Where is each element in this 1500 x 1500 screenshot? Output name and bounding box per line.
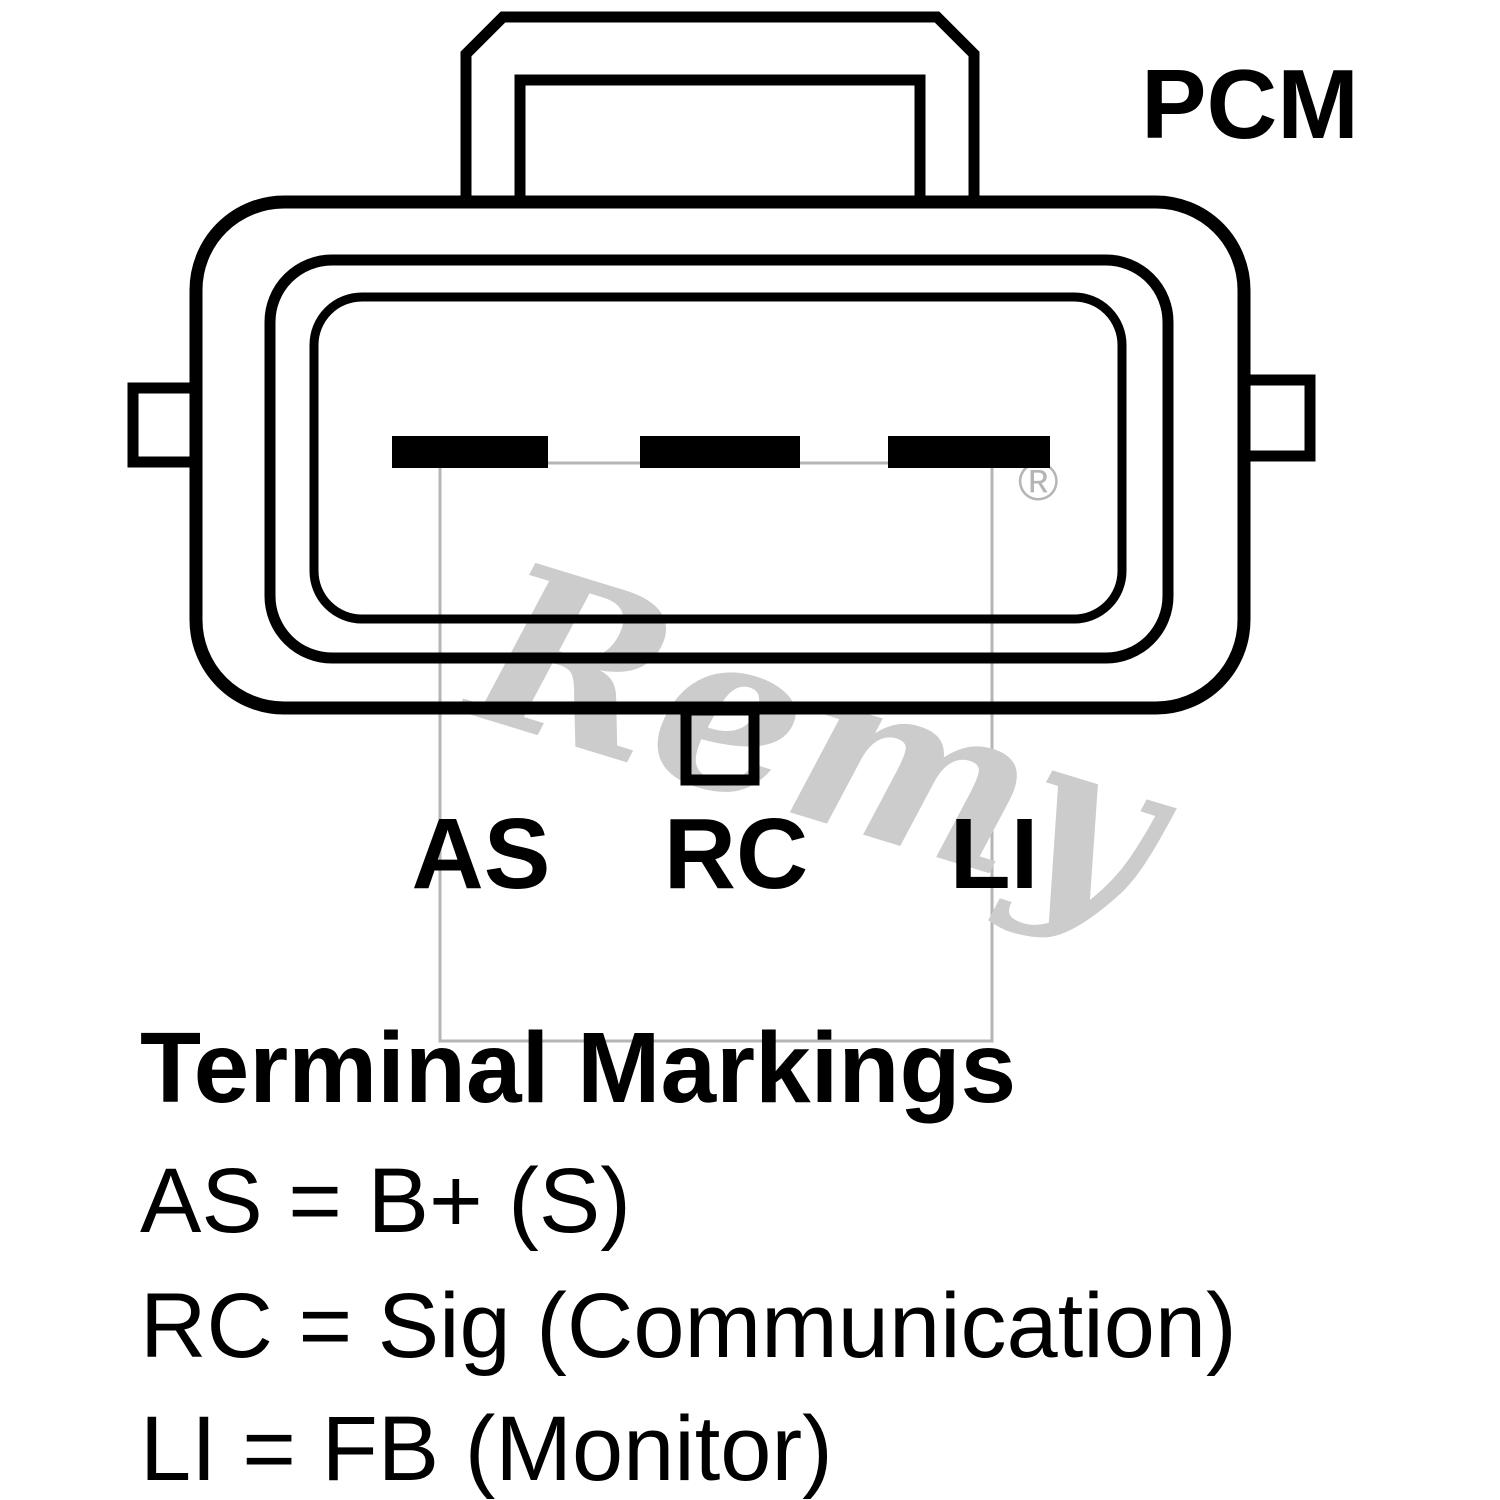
- bottom-tab: [680, 704, 760, 786]
- watermark-frame: [438, 461, 994, 1043]
- registered-trademark-icon: ®: [1018, 450, 1059, 512]
- connector-body-middle: [264, 254, 1174, 664]
- connector-drawing: [127, 11, 1316, 786]
- legend-line-as: AS = B+ (S): [140, 1150, 631, 1252]
- legend-title: Terminal Markings: [140, 1012, 1016, 1124]
- terminal-label-as: AS: [412, 798, 551, 910]
- terminal-label-rc: RC: [664, 798, 808, 910]
- top-tab-inner: [514, 74, 926, 214]
- legend: Terminal Markings AS = B+ (S) RC = Sig (…: [140, 1012, 1237, 1500]
- pcm-label: PCM: [1141, 49, 1359, 159]
- legend-line-li: LI = FB (Monitor): [140, 1398, 833, 1500]
- connector-body-inner: [309, 292, 1127, 624]
- terminal-label-li: LI: [950, 798, 1039, 910]
- legend-line-rc: RC = Sig (Communication): [140, 1275, 1237, 1377]
